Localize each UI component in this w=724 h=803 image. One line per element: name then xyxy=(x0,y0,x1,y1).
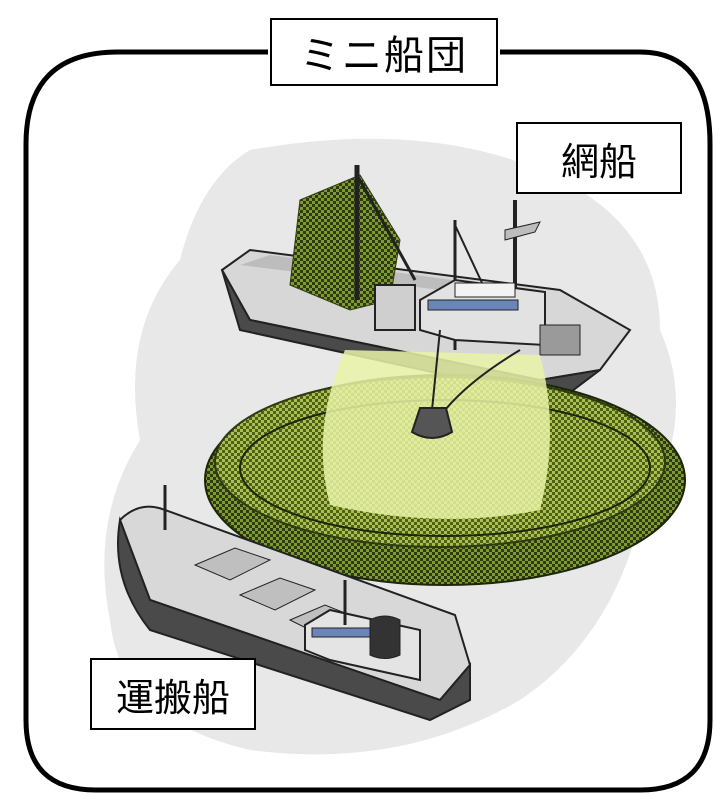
outer-border xyxy=(23,49,713,793)
carrier-boat-label: 運搬船 xyxy=(90,658,256,730)
title-label: ミニ船団 xyxy=(270,18,498,86)
purse-seine-net xyxy=(204,329,686,586)
net-boat-label: 網船 xyxy=(516,122,682,194)
carrier-boat-illustration xyxy=(117,485,472,722)
net-boat-illustration xyxy=(220,165,632,402)
